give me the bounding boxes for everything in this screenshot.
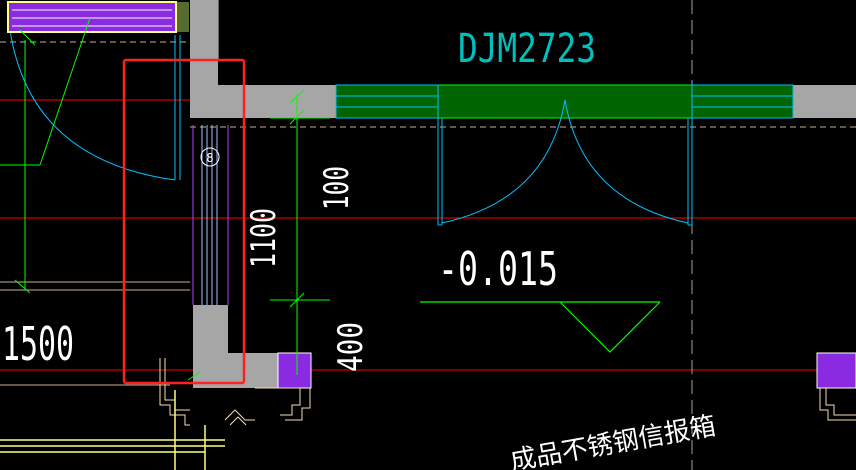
double-door (437, 99, 693, 226)
dimension-400-label: 400 (331, 322, 371, 372)
leader-line (14, 279, 31, 294)
selection-highlight-box[interactable] (122, 58, 246, 385)
green-dimension-lines (0, 17, 330, 381)
elevation-label: -0.015 (438, 242, 558, 296)
column-marker-circle (200, 147, 220, 167)
door-swing-arc (564, 99, 689, 224)
door-swing-arc (441, 99, 566, 224)
mailbox-inner-lines (201, 125, 218, 305)
window-frame-lines (335, 84, 794, 119)
mailbox-recess (192, 125, 229, 305)
wall-bottom-column (193, 305, 228, 353)
elevation-marker (420, 301, 661, 353)
molding-profile (224, 409, 255, 421)
window-frame (691, 84, 794, 119)
purple-column-block (277, 352, 312, 389)
column-marker-label: 8 (206, 151, 213, 165)
left-door-arc (9, 29, 176, 181)
molding-profile (229, 416, 247, 426)
wall-right-end (793, 85, 856, 118)
molding-profile (819, 388, 856, 421)
wall-top-left-corner (190, 85, 336, 118)
door-code-label: DJM2723 (458, 26, 596, 72)
leader-line (39, 17, 91, 166)
leader-line (19, 29, 36, 46)
molding-profile (285, 388, 311, 421)
cabinet-lines (12, 9, 172, 27)
dimension-tick (289, 89, 305, 104)
red-axis-lines (0, 99, 856, 371)
dimension-1100-label: 1100 (244, 208, 284, 268)
base-molding (159, 358, 856, 426)
mailbox-note-label: 成品不锈钢信报箱 (508, 411, 718, 470)
elevation-triangle (559, 301, 661, 353)
cabinet-side-block (177, 2, 189, 32)
dimension-1500-label: 1500 (2, 317, 74, 371)
left-door (9, 29, 181, 181)
molding-profile (159, 358, 190, 426)
molding-profile (255, 387, 301, 416)
dimension-100-label: 100 (317, 166, 357, 210)
purple-column-block-right (816, 352, 856, 389)
molding-profile (825, 388, 856, 416)
dimension-tick (289, 109, 305, 125)
purple-cabinet-top (7, 1, 177, 33)
window-frame (335, 84, 439, 119)
yellow-lines (0, 390, 225, 470)
leader-line (187, 371, 201, 381)
wall-top-left-column (190, 0, 218, 85)
